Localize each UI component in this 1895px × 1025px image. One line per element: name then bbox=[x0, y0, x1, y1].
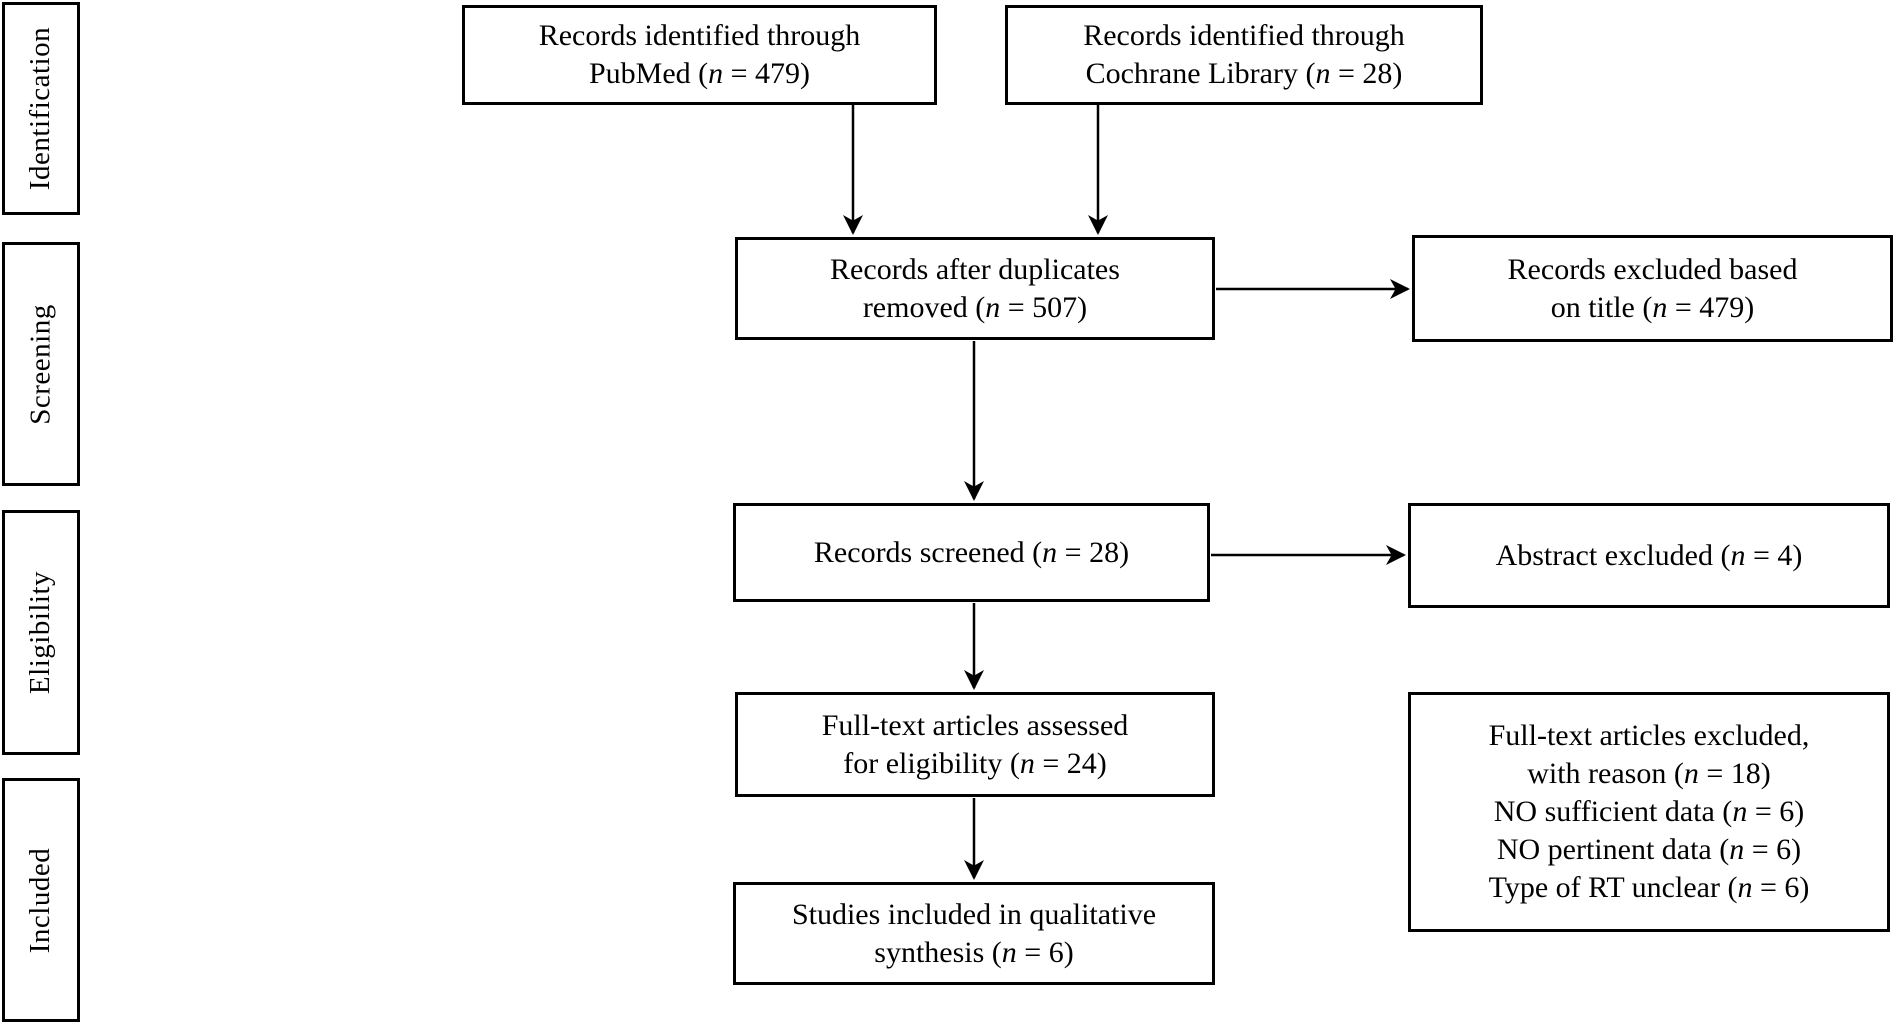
stage-screening-label: Screening bbox=[24, 303, 57, 425]
box-records-cochrane-line: Cochrane Library (n = 28) bbox=[1085, 57, 1403, 90]
box-records-cochrane: Records identified through Cochrane Libr… bbox=[1005, 5, 1483, 105]
box-fulltext-excluded: Full-text articles excluded, with reason… bbox=[1408, 692, 1890, 932]
stage-included-label: Included bbox=[24, 847, 57, 953]
box-records-pubmed-line: PubMed (n = 479) bbox=[588, 57, 811, 90]
box-fulltext-assessed-line: for eligibility (n = 24) bbox=[843, 746, 1107, 780]
stage-screening: Screening bbox=[2, 242, 80, 486]
box-fulltext-excluded-line: with reason (n = 18) bbox=[1527, 757, 1771, 790]
box-fulltext-excluded-line: Type of RT unclear (n = 6) bbox=[1488, 871, 1810, 904]
box-records-screened-line: Records screened (n = 28) bbox=[813, 535, 1130, 569]
stage-included: Included bbox=[2, 778, 80, 1022]
box-abstract-excluded: Abstract excluded (n = 4) bbox=[1408, 503, 1890, 608]
box-studies-included-line: Studies included in qualitative bbox=[791, 897, 1157, 931]
stage-identification-label: Identification bbox=[24, 26, 57, 191]
box-fulltext-excluded-line: NO sufficient data (n = 6) bbox=[1493, 795, 1805, 828]
box-duplicates-removed-line: removed (n = 507) bbox=[862, 290, 1088, 324]
box-title-excluded-line: on title (n = 479) bbox=[1550, 290, 1755, 324]
box-records-cochrane-line: Records identified through bbox=[1083, 19, 1405, 52]
box-records-pubmed: Records identified through PubMed (n = 4… bbox=[462, 5, 937, 105]
box-duplicates-removed-line: Records after duplicates bbox=[830, 252, 1120, 286]
box-fulltext-excluded-line: NO pertinent data (n = 6) bbox=[1496, 833, 1802, 866]
box-title-excluded: Records excluded based on title (n = 479… bbox=[1412, 235, 1893, 342]
box-records-pubmed-line: Records identified through bbox=[538, 19, 861, 52]
box-title-excluded-line: Records excluded based bbox=[1507, 252, 1798, 286]
stage-identification: Identification bbox=[2, 2, 80, 215]
box-fulltext-excluded-line: Full-text articles excluded, bbox=[1488, 719, 1810, 752]
box-studies-included: Studies included in qualitative synthesi… bbox=[733, 882, 1215, 985]
box-records-screened: Records screened (n = 28) bbox=[733, 503, 1210, 602]
stage-eligibility-label: Eligibility bbox=[24, 570, 57, 695]
box-abstract-excluded-line: Abstract excluded (n = 4) bbox=[1495, 538, 1803, 572]
box-studies-included-line: synthesis (n = 6) bbox=[874, 935, 1074, 969]
stage-eligibility: Eligibility bbox=[2, 510, 80, 755]
box-fulltext-assessed-line: Full-text articles assessed bbox=[821, 708, 1129, 742]
box-duplicates-removed: Records after duplicates removed (n = 50… bbox=[735, 237, 1215, 340]
box-fulltext-assessed: Full-text articles assessed for eligibil… bbox=[735, 692, 1215, 797]
